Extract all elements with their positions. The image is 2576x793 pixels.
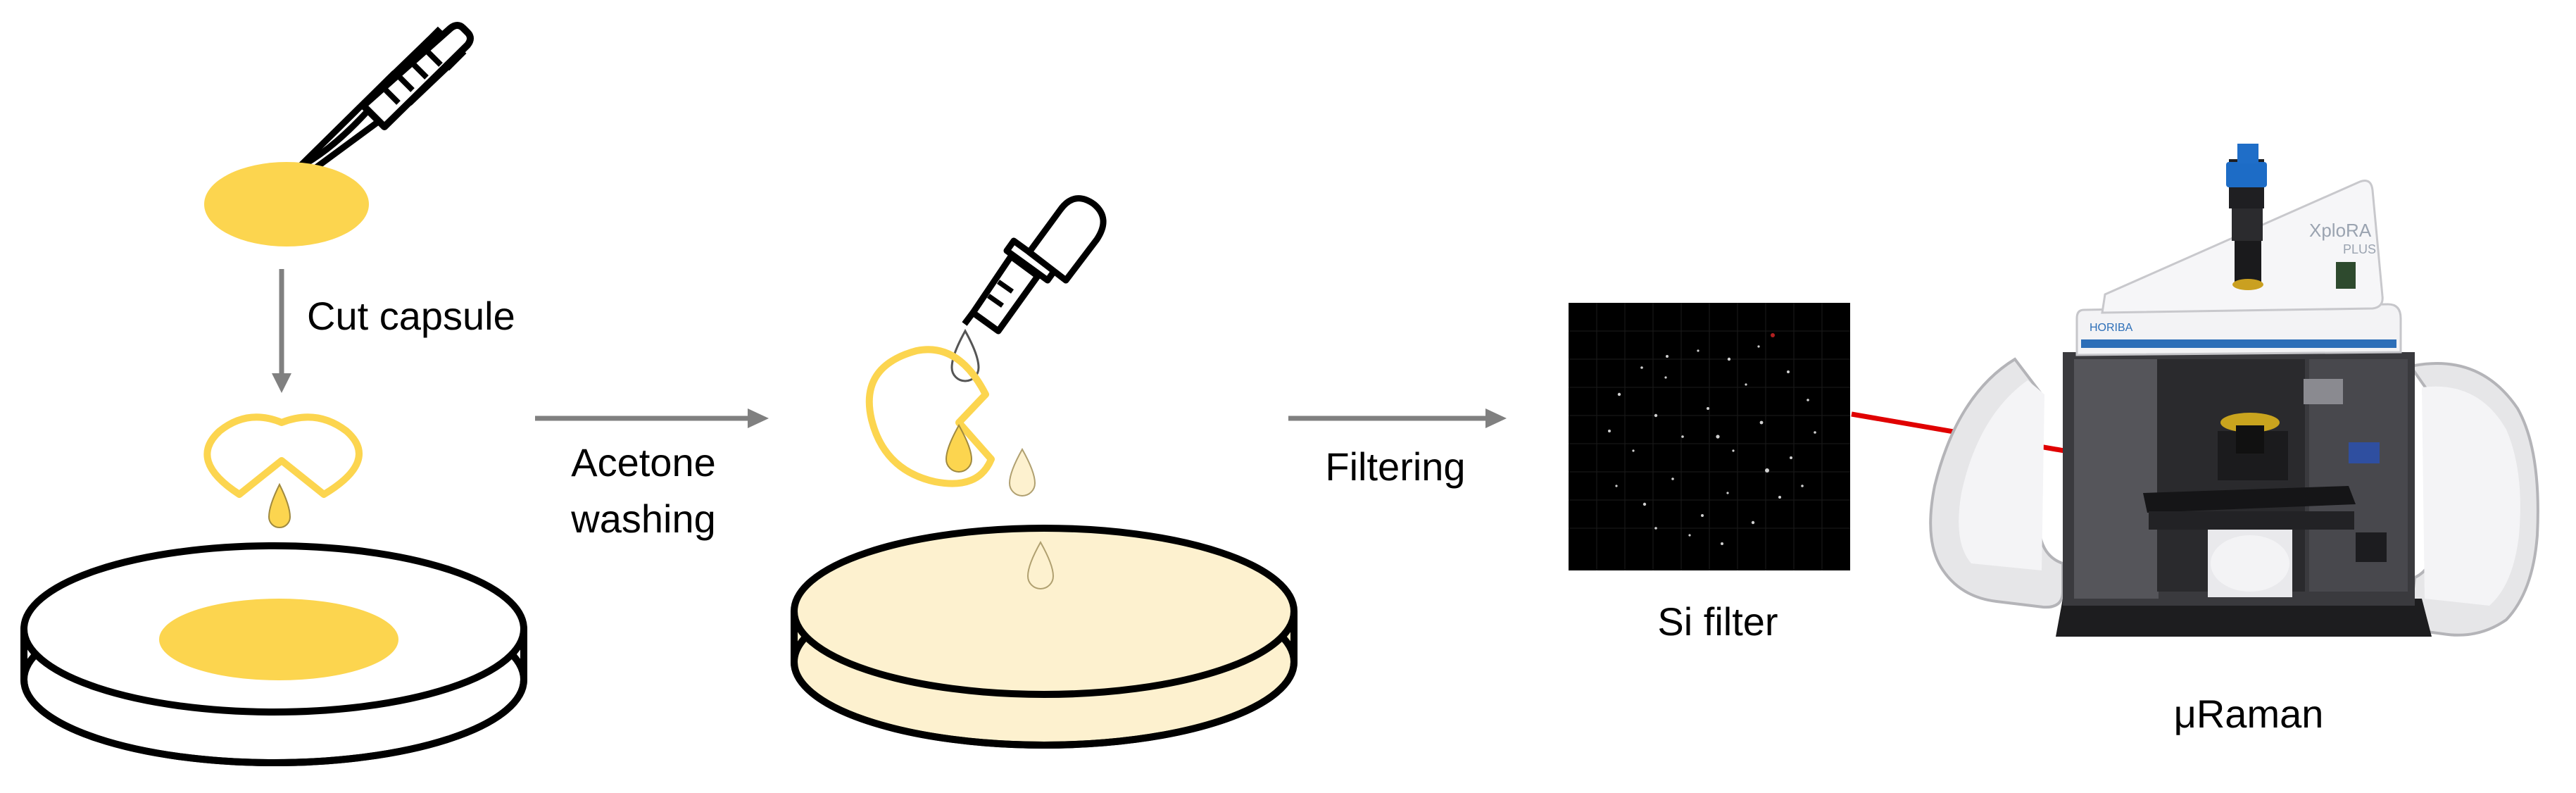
petri-dish (20, 542, 527, 766)
washed-capsule-shell (865, 346, 995, 487)
drop-icon (945, 423, 973, 473)
cut-capsule-shell (203, 413, 363, 498)
si-filter-image (1569, 303, 1850, 570)
down-arrow (272, 269, 291, 393)
capsule (204, 162, 369, 246)
scalpel-icon (295, 22, 474, 173)
svg-text:XploRA: XploRA (2309, 220, 2372, 241)
right-arrow (1288, 408, 1507, 428)
drop-icon (268, 482, 291, 528)
svg-text:HORIBA: HORIBA (2090, 322, 2133, 334)
raman-microscope-image: XploRA PLUS HORIBA (1929, 144, 2539, 637)
dropper-icon (962, 195, 1107, 335)
drop-icon (1008, 447, 1036, 497)
svg-text:PLUS: PLUS (2343, 242, 2376, 256)
filtering-label: Filtering (1325, 444, 1465, 489)
capsule-content (159, 599, 398, 680)
si-filter-label: Si filter (1657, 599, 1778, 644)
uraman-label: μRaman (2174, 692, 2324, 736)
acetone-washing-label-2: washing (570, 497, 715, 541)
right-arrow (535, 408, 769, 428)
acetone-washing-label-1: Acetone (571, 440, 716, 485)
drop-icon (1026, 540, 1055, 589)
cut-capsule-label: Cut capsule (307, 294, 515, 338)
